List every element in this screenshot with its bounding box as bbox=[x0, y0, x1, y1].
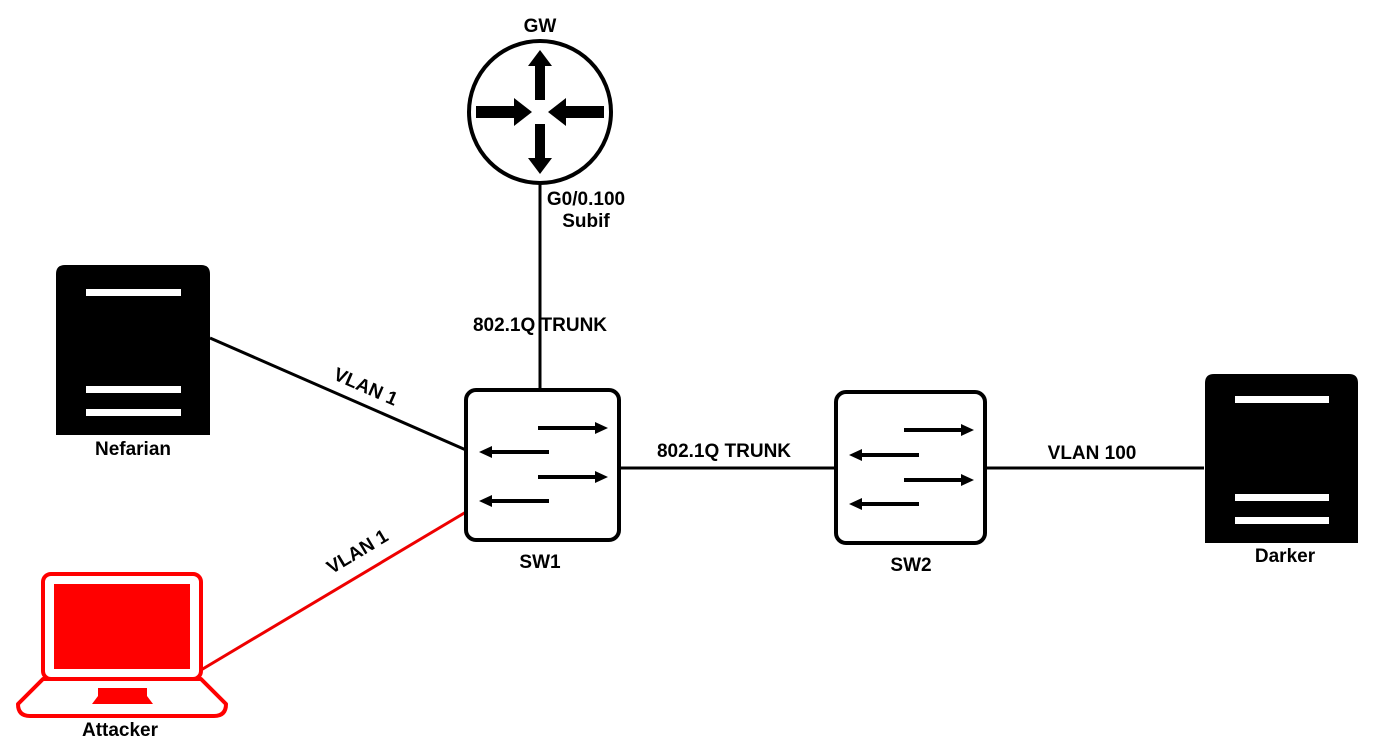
switch-icon bbox=[834, 390, 987, 545]
server-icon bbox=[1205, 374, 1358, 543]
server-darker[interactable]: Darker bbox=[1205, 374, 1358, 567]
switch-sw1[interactable]: SW1 bbox=[464, 388, 621, 573]
sw2-darker-vlan-label: VLAN 100 bbox=[1048, 443, 1137, 464]
nefarian-label: Nefarian bbox=[95, 439, 171, 460]
server-icon bbox=[56, 265, 210, 435]
sw2-label: SW2 bbox=[890, 555, 931, 576]
link-nefarian-sw1 bbox=[209, 336, 467, 452]
attacker-label: Attacker bbox=[82, 720, 159, 741]
darker-label: Darker bbox=[1255, 546, 1316, 567]
nefarian-vlan-label: VLAN 1 bbox=[330, 364, 401, 410]
sw1-label: SW1 bbox=[519, 552, 561, 573]
gateway-router[interactable]: GW bbox=[467, 16, 613, 185]
gateway-interface-label: G0/0.100 bbox=[547, 189, 625, 210]
sw1-sw2-trunk-label: 802.1Q TRUNK bbox=[657, 441, 791, 462]
server-nefarian[interactable]: Nefarian bbox=[56, 265, 210, 460]
gw-trunk-label: 802.1Q TRUNK bbox=[473, 315, 607, 336]
attacker-vlan-label: VLAN 1 bbox=[323, 526, 392, 579]
link-attacker-sw1 bbox=[200, 510, 467, 672]
laptop-icon bbox=[16, 572, 228, 718]
router-icon bbox=[467, 39, 613, 185]
laptop-attacker[interactable]: Attacker bbox=[16, 572, 228, 741]
switch-sw2[interactable]: SW2 bbox=[834, 390, 987, 576]
switch-icon bbox=[464, 388, 621, 542]
gateway-interface-note: Subif bbox=[562, 211, 610, 232]
gateway-label: GW bbox=[524, 16, 557, 37]
